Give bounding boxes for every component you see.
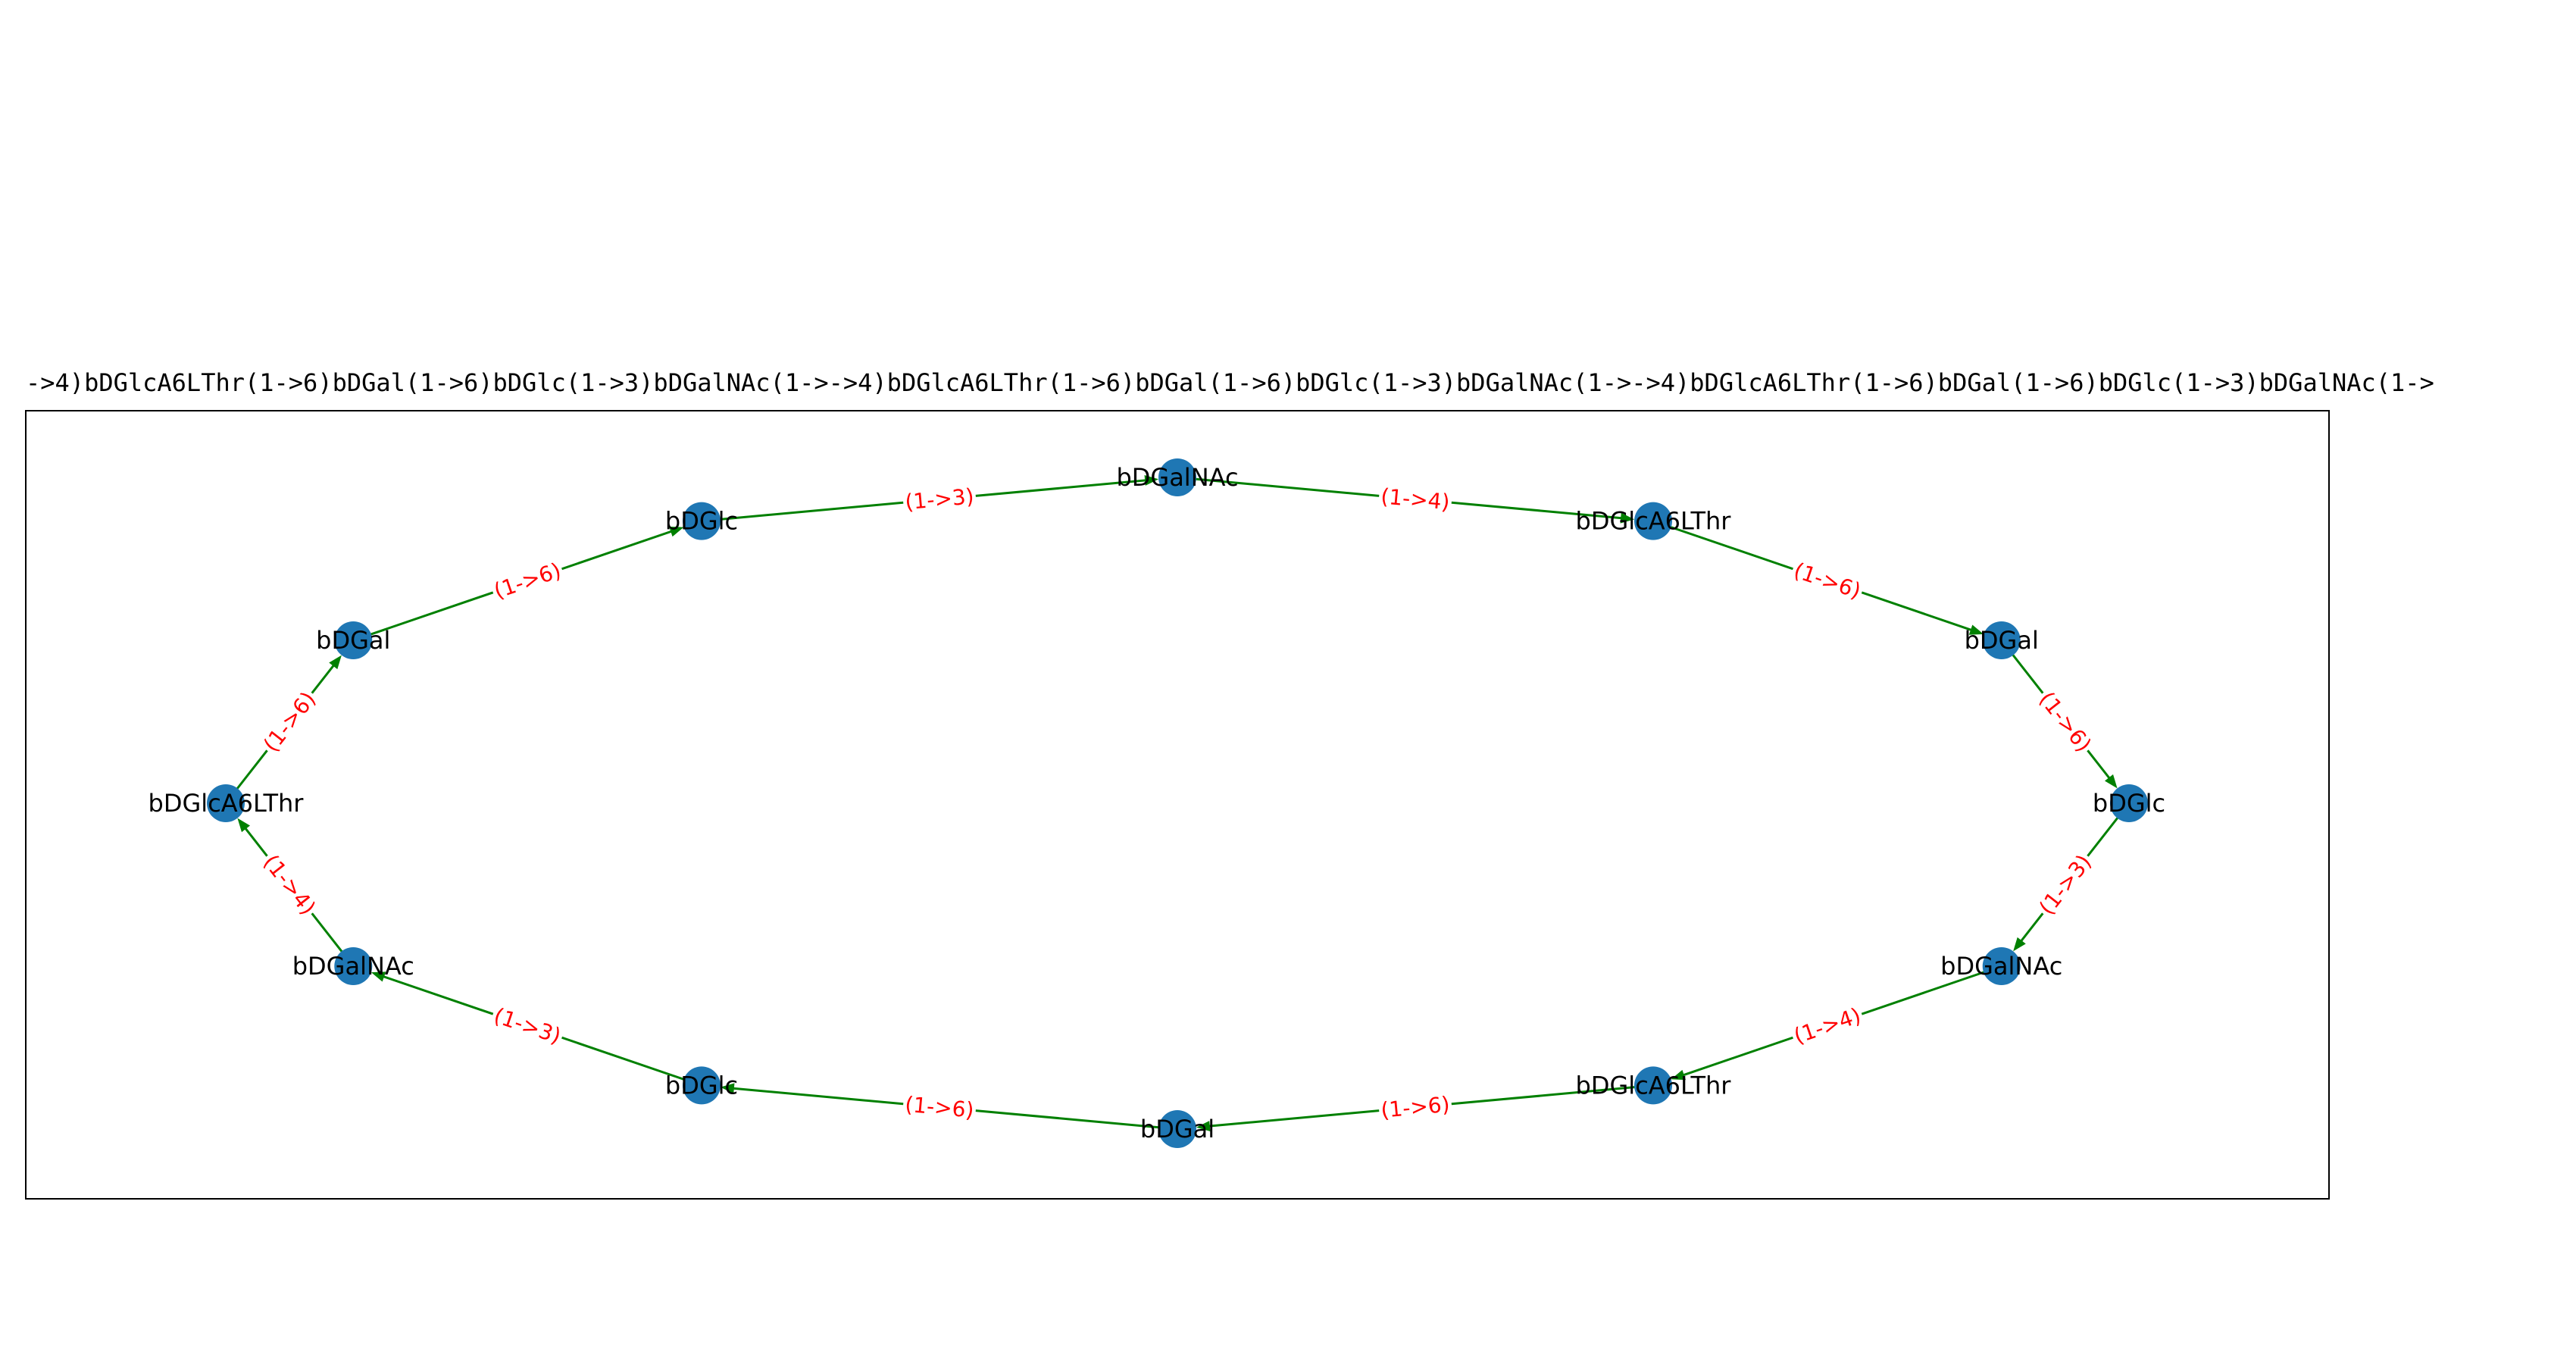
node-circle [683,1066,721,1105]
edge-label: (1->3) [491,1003,564,1049]
edge-arrowhead [1144,474,1159,486]
plot-frame [25,410,2330,1200]
edge-arrowhead [329,655,342,670]
edge-label-background [2032,847,2099,922]
node-circle [207,784,245,822]
edge-label-group: (1->3) [488,1001,567,1051]
edge-label-background [1377,482,1453,517]
node-label: bDGlcA6LThr [1576,1071,1732,1100]
edge-label-group: (1->4) [1788,1001,1867,1051]
node-circle [1158,1110,1196,1148]
edge-label-group: (1->6) [256,684,323,759]
node-circle [334,947,373,985]
edge-arrowhead [370,971,386,982]
node-label: bDGlc [665,1071,738,1100]
edge-label-group: (1->6) [902,1090,977,1125]
edge-arrowhead [237,818,251,833]
edge-label-background [256,684,323,759]
edge-arrowhead [720,1083,735,1094]
node-label: bDGlc [2093,789,2165,818]
edge-label-background [1788,1001,1867,1051]
edge-arrowhead [1671,1069,1686,1081]
edge-arrowhead [2104,774,2118,789]
edge-label-group: (1->6) [2032,684,2099,759]
edge-arrowhead [2013,937,2026,952]
edge-label: (1->3) [2034,849,2096,919]
edge-label-group: (1->4) [1377,482,1453,517]
edge-label-background [1377,1090,1453,1125]
edge-label: (1->4) [258,849,320,919]
node-label: bDGalNAc [1116,463,1238,492]
edge-label-group: (1->6) [1377,1090,1453,1125]
edge-label-group: (1->3) [2032,847,2099,922]
node-circle [1982,947,2021,985]
edge-label: (1->6) [491,558,564,604]
node-label: bDGlc [665,507,738,536]
edge-label-background [902,1090,977,1125]
edge-arrowhead [1196,1121,1211,1132]
edge-label-group: (1->4) [256,847,323,922]
node-circle [2110,784,2148,822]
node-label: bDGalNAc [292,952,414,981]
edge-label-group: (1->6) [1788,555,1867,605]
node-circle [1634,502,1672,540]
edge-arrowhead [669,526,684,537]
node-circle [334,621,373,659]
node-circle [1982,621,2021,659]
edge-label-background [488,1001,567,1051]
node-label: bDGal [1140,1115,1215,1143]
edge-label: (1->6) [258,687,320,756]
edge-label-background [256,847,323,922]
node-label: bDGlcA6LThr [1576,507,1732,536]
edge-label-background [488,555,567,605]
edge-label: (1->6) [2034,687,2096,756]
node-labels-layer: bDGalNAc bDGlc bDGal bDGlcA6LThr bDGalNAc bDG… [148,463,2166,1143]
node-label: bDGal [316,626,390,655]
edge-label-background [1788,555,1867,605]
figure-title: ->4)bDGlcA6LThr(1->6)bDGal(1->6)bDGlc(1-… [26,368,2434,397]
edge-arrowhead [1620,512,1635,524]
edge-label: (1->4) [1790,1003,1864,1049]
edge-arrowhead [1968,624,1984,635]
node-label: bDGalNAc [1940,952,2062,981]
node-circle [1634,1066,1672,1105]
node-circle [683,502,721,540]
nodes-layer [207,458,2148,1148]
node-label: bDGal [1965,626,2039,655]
edge-label: (1->6) [1790,558,1864,604]
edge-label-background [902,482,977,517]
edge-label-background [2032,684,2099,759]
node-circle [1158,458,1196,496]
edge-label-group: (1->6) [488,555,567,605]
edge-labels-layer: (1->4) (1->6) (1->6) (1->3) (1->4) (1->6) (1->… [256,482,2099,1125]
node-label: bDGlcA6LThr [148,789,305,818]
edge-label-group: (1->3) [902,482,977,517]
